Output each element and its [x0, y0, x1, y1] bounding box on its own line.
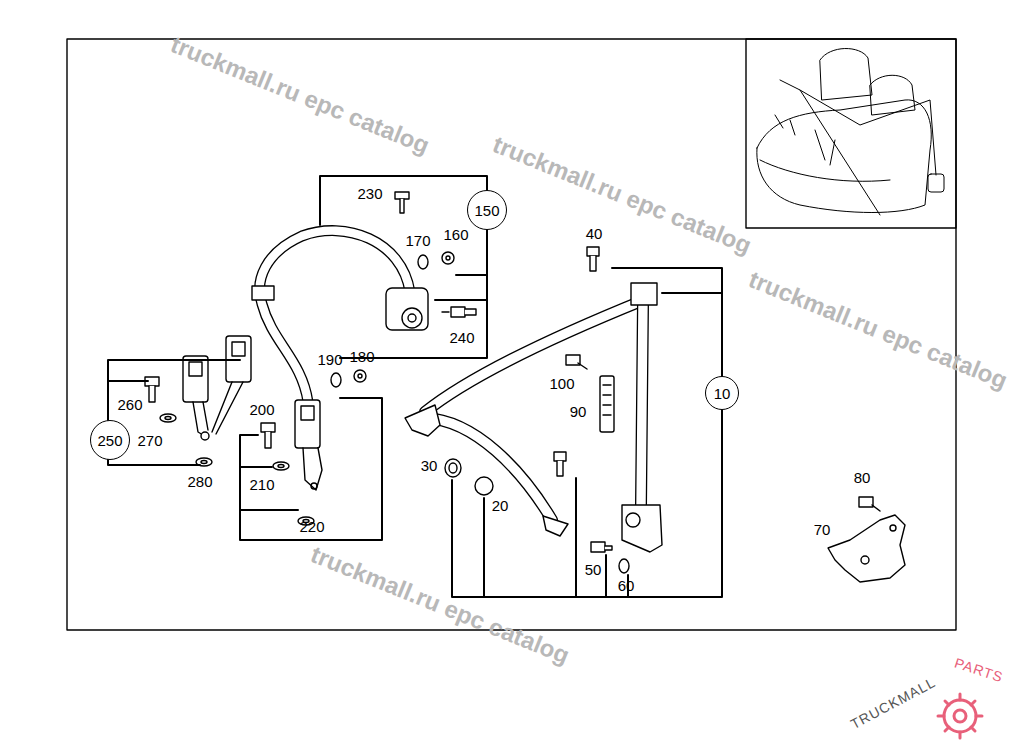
callout-number: 180 [349, 349, 374, 364]
callout-number: 80 [854, 470, 871, 485]
callout-number: 170 [405, 233, 430, 248]
front-belt [405, 283, 662, 552]
bracket-hole [890, 525, 896, 531]
callout-number: 250 [97, 432, 122, 449]
seat-sketch [757, 48, 944, 215]
callout-number: 100 [549, 376, 574, 391]
logo-text: PARTS [953, 656, 1005, 685]
bolts [145, 192, 880, 552]
callout-number: 270 [137, 433, 162, 448]
watermark: truckmall.ru epc catalog [168, 32, 433, 158]
watermark: truckmall.ru epc catalog [308, 542, 573, 668]
callout-circle: 150 [467, 190, 507, 230]
callout-number: 160 [443, 227, 468, 242]
rear-belt [252, 231, 428, 490]
callout-number: 50 [585, 562, 602, 577]
callout-circle: 250 [90, 420, 130, 460]
callout-number: 280 [187, 474, 212, 489]
callout-number: 220 [299, 519, 324, 534]
callout-number: 240 [449, 330, 474, 345]
callout-number: 40 [586, 226, 603, 241]
callout-circle: 10 [705, 376, 739, 410]
callout-number: 90 [570, 404, 587, 419]
washers [160, 252, 629, 573]
callout-number: 210 [249, 477, 274, 492]
buckle-pair [183, 336, 251, 440]
watermark: truckmall.ru epc catalog [490, 132, 755, 258]
callout-number: 260 [117, 397, 142, 412]
bracket-hole [861, 556, 869, 564]
inset-frame [746, 39, 956, 228]
mounting-bracket [828, 515, 905, 582]
logo-text: TRUCKMALL [848, 675, 937, 731]
frame [67, 39, 956, 630]
callout-number: 70 [814, 522, 831, 537]
callout-number: 10 [714, 385, 731, 402]
callout-number: 200 [249, 402, 274, 417]
logo-gear [938, 694, 982, 738]
callout-number: 150 [474, 202, 499, 219]
callout-number: 60 [618, 578, 635, 593]
callout-number: 230 [357, 186, 382, 201]
callout-number: 190 [317, 352, 342, 367]
watermark: truckmall.ru epc catalog [746, 267, 1011, 393]
callout-number: 30 [421, 458, 438, 473]
callout-number: 20 [492, 498, 509, 513]
group-brackets [108, 176, 722, 597]
